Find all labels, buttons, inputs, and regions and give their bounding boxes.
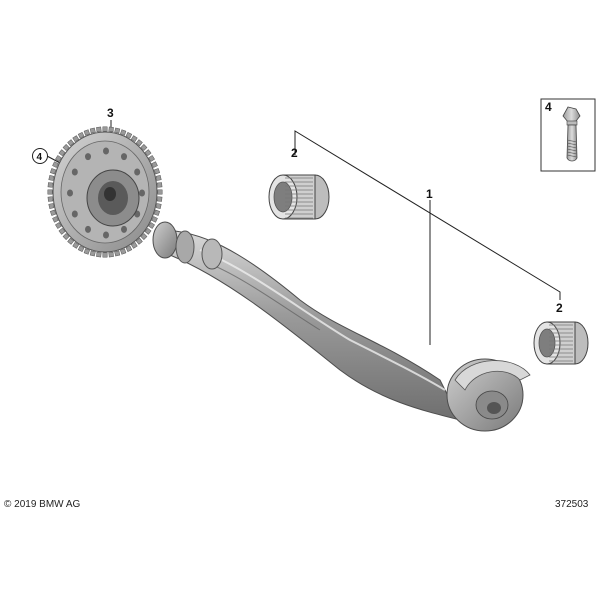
copyright-text: © 2019 BMW AG — [4, 499, 81, 510]
gear-tooth — [130, 135, 138, 143]
gear-tooth — [108, 126, 114, 133]
gear-tooth — [153, 209, 161, 216]
gear-tooth — [89, 127, 96, 134]
gear-tooth — [67, 139, 75, 147]
gear-tooth — [151, 161, 158, 168]
gear-tooth — [49, 209, 57, 216]
gear-tooth — [102, 126, 108, 132]
gear-tooth — [83, 129, 90, 136]
gear-tooth — [153, 168, 161, 175]
gear-tooth — [58, 149, 66, 157]
gear-tooth — [47, 196, 54, 202]
gear-tooth — [140, 233, 148, 241]
balance-shaft — [152, 221, 531, 432]
gear-tooth — [62, 143, 70, 151]
callout-bearing-lower: 2 — [556, 301, 563, 315]
gear-tooth — [67, 237, 75, 245]
gear-tooth — [125, 245, 133, 253]
gear-hole — [67, 189, 73, 197]
gear-hole — [139, 189, 145, 197]
gear-tooth — [140, 143, 148, 151]
gear-tooth — [114, 127, 121, 134]
gear-tooth — [47, 182, 54, 188]
gear-tooth — [72, 135, 80, 143]
gear-tooth — [62, 233, 70, 241]
gear-tooth — [114, 250, 121, 257]
gear-tooth — [151, 216, 158, 223]
gear-tooth — [55, 222, 62, 229]
gear-tooth — [52, 161, 59, 168]
callout-gear-circled: 4 — [37, 152, 43, 163]
bolt-inset — [540, 98, 596, 172]
gear-tooth — [89, 250, 96, 257]
gear-part — [47, 126, 163, 258]
bearing-lower-rollers — [549, 324, 573, 362]
callout-shaft: 1 — [426, 187, 433, 201]
needle-bearing-upper — [268, 174, 330, 220]
callout-bearing-upper: 2 — [291, 146, 298, 160]
gear-tooth — [135, 139, 143, 147]
callout-circle — [32, 148, 48, 164]
gear-tooth — [144, 149, 152, 157]
gear-tooth — [83, 248, 90, 255]
gear-tooth — [77, 131, 85, 139]
gear-tooth — [102, 252, 108, 258]
bearing-upper-rollers — [285, 177, 313, 219]
gear-tooth — [55, 155, 62, 162]
gear-tooth — [96, 251, 102, 258]
gear-teeth — [47, 126, 163, 258]
gear-hole — [103, 147, 109, 155]
gear-tooth — [48, 203, 55, 209]
gear-hole — [85, 225, 91, 233]
gear-hole — [103, 231, 109, 239]
gear-tooth — [156, 182, 163, 188]
gear-tooth — [72, 241, 80, 249]
gear-tooth — [48, 175, 55, 181]
gear-tooth — [155, 175, 162, 181]
gear-tooth — [148, 222, 155, 229]
gear-tooth — [130, 241, 138, 249]
gear-hole — [71, 210, 78, 218]
gear-hole — [71, 168, 78, 176]
gear-tooth — [108, 251, 114, 258]
gear-tooth — [49, 168, 57, 175]
gear-tooth — [144, 227, 152, 235]
gear-hole — [85, 153, 91, 161]
gear-tooth — [47, 189, 53, 195]
callout-bolt: 4 — [545, 100, 552, 114]
gear-tooth — [120, 129, 127, 136]
gear-tooth — [135, 237, 143, 245]
gear-hole — [121, 153, 127, 161]
needle-bearing-lower — [533, 321, 589, 365]
gear-hole — [121, 225, 127, 233]
callout-gear: 3 — [107, 106, 114, 120]
gear-tooth — [157, 189, 163, 195]
gear-tooth — [96, 126, 102, 133]
gear-tooth — [125, 131, 133, 139]
gear-tooth — [148, 155, 155, 162]
gear-tooth — [156, 196, 163, 202]
gear-hole — [134, 168, 141, 176]
gear-tooth — [155, 203, 162, 209]
gear-tooth — [120, 248, 127, 255]
bolt-icon — [562, 106, 581, 162]
gear-tooth — [77, 245, 85, 253]
gear-tooth — [58, 227, 66, 235]
gear-tooth — [52, 216, 59, 223]
diagram-number: 372503 — [555, 499, 589, 510]
